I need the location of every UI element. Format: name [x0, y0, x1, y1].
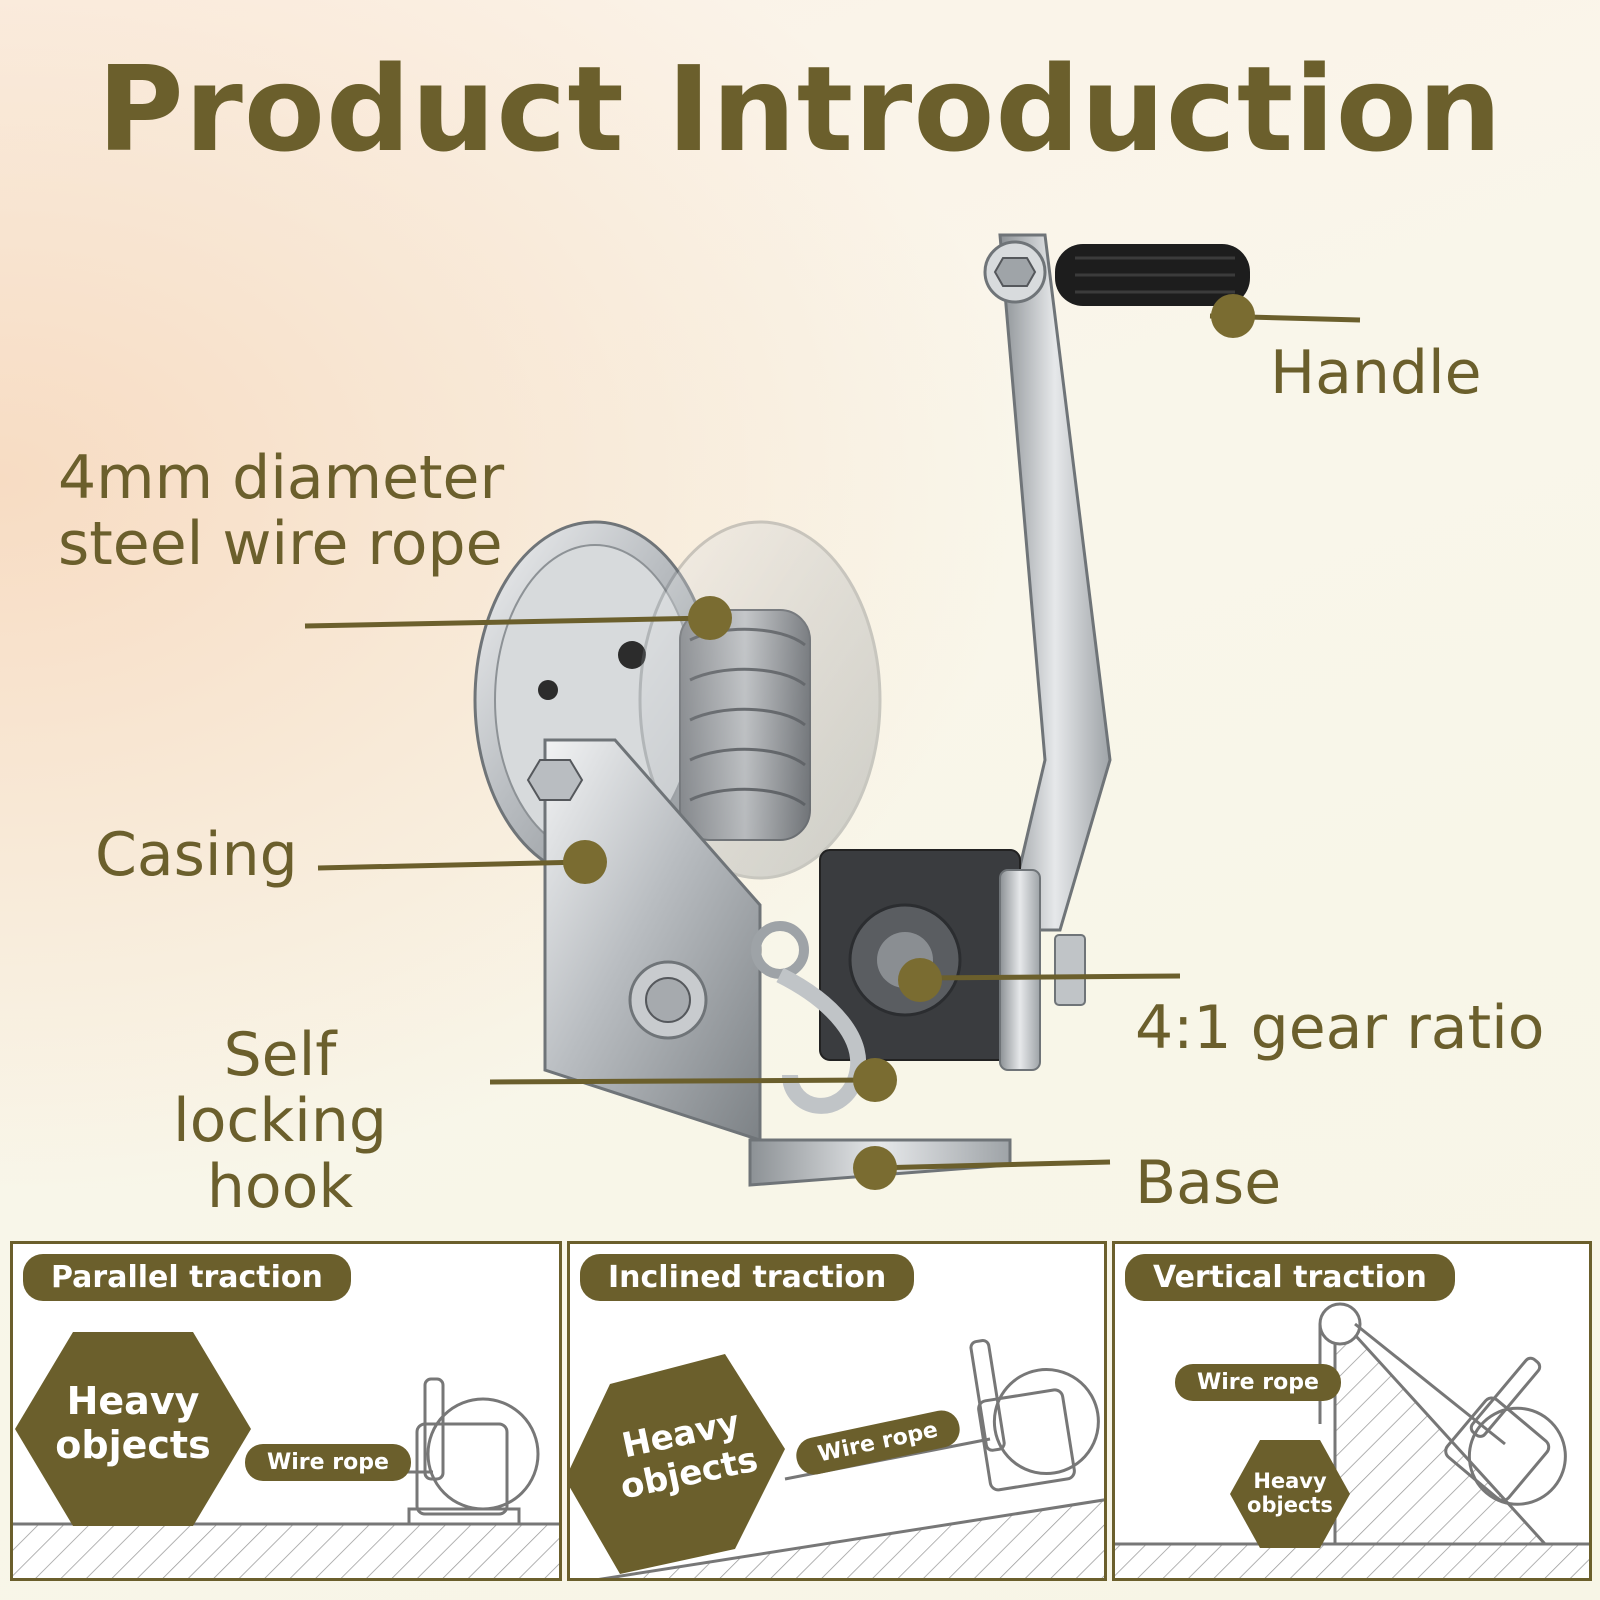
wire-rope-pill: Wire rope — [1175, 1364, 1341, 1401]
base-callout-dot — [853, 1146, 897, 1190]
winch-illustration — [304, 233, 1361, 1190]
panel-inclined-traction: Inclined traction Heavy objects Wire rop… — [567, 1241, 1107, 1581]
heavy-objects-hexagon — [570, 1354, 785, 1574]
panel-parallel-traction: Parallel traction Heavy objects Wire rop… — [10, 1241, 562, 1581]
panel-vertical-traction: Vertical traction Heavy objects Wire rop… — [1112, 1241, 1592, 1581]
gear-callout-dot — [898, 958, 942, 1002]
page-title: Product Introduction — [97, 40, 1503, 178]
casing-callout-line — [317, 859, 586, 871]
gearbox — [819, 849, 1086, 1071]
wire-rope-callout-dot — [688, 596, 732, 640]
heavy-objects-hexagon — [1230, 1440, 1350, 1548]
label-casing: Casing — [95, 820, 298, 890]
winch-sketch — [407, 1377, 540, 1526]
callouts — [304, 294, 1361, 1190]
tag-inclined-traction: Inclined traction — [580, 1254, 915, 1301]
casing-callout-dot — [563, 840, 607, 884]
label-base: Base — [1135, 1148, 1282, 1218]
base-callout-line — [874, 1159, 1111, 1171]
heavy-objects-label: Heavy objects — [1247, 1469, 1333, 1517]
winch-sketch — [969, 1339, 1100, 1492]
tag-vertical-traction: Vertical traction — [1125, 1254, 1455, 1301]
heavy-objects-label: Heavy objects — [55, 1379, 211, 1467]
winch-sketch — [1444, 1356, 1567, 1506]
winch-casing — [526, 738, 762, 1143]
wire-rope-pill: Wire rope — [245, 1444, 411, 1481]
hook-callout-line — [489, 1077, 876, 1085]
inclined-traction-diagram — [570, 1339, 1104, 1578]
heavy-objects-hexagon — [15, 1332, 251, 1526]
tag-parallel-traction: Parallel traction — [23, 1254, 351, 1301]
handle-callout-dot — [1211, 294, 1255, 338]
vertical-traction-diagram — [1115, 1302, 1589, 1578]
label-wire-rope: 4mm diameter steel wire rope — [58, 443, 505, 579]
winch-handle — [983, 233, 1250, 932]
hook-callout-dot — [853, 1058, 897, 1102]
label-gear-ratio: 4:1 gear ratio — [1135, 993, 1545, 1063]
label-handle: Handle — [1270, 338, 1482, 408]
gear-callout-line — [919, 973, 1181, 981]
wire-rope-callout-line — [304, 615, 711, 629]
label-self-locking-hook: Self locking hook — [173, 1020, 387, 1222]
